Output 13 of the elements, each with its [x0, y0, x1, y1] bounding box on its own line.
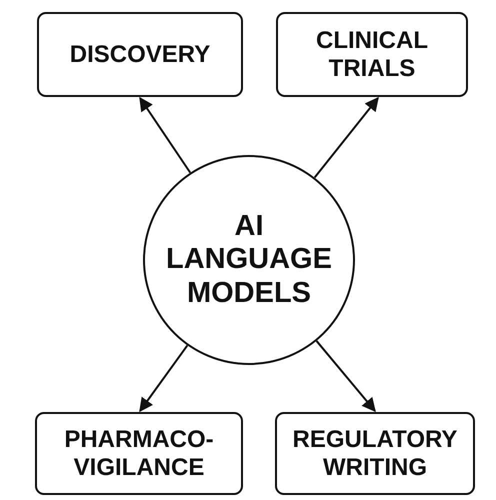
topic-box — [35, 412, 243, 495]
node-label: AI LANGUAGE MODELS — [165, 210, 333, 310]
node-label: REGULATORY WRITING — [292, 426, 458, 482]
arrow — [314, 96, 379, 178]
arrow — [139, 344, 188, 412]
topic-box — [275, 412, 475, 495]
topic-box — [37, 12, 243, 97]
node-label: PHARMACO- VIGILANCE — [63, 426, 215, 482]
node-label: CLINICAL TRIALS — [315, 26, 429, 82]
node-label: DISCOVERY — [68, 40, 212, 68]
topic-box — [276, 12, 468, 97]
arrow — [139, 96, 192, 174]
arrow — [316, 340, 376, 412]
